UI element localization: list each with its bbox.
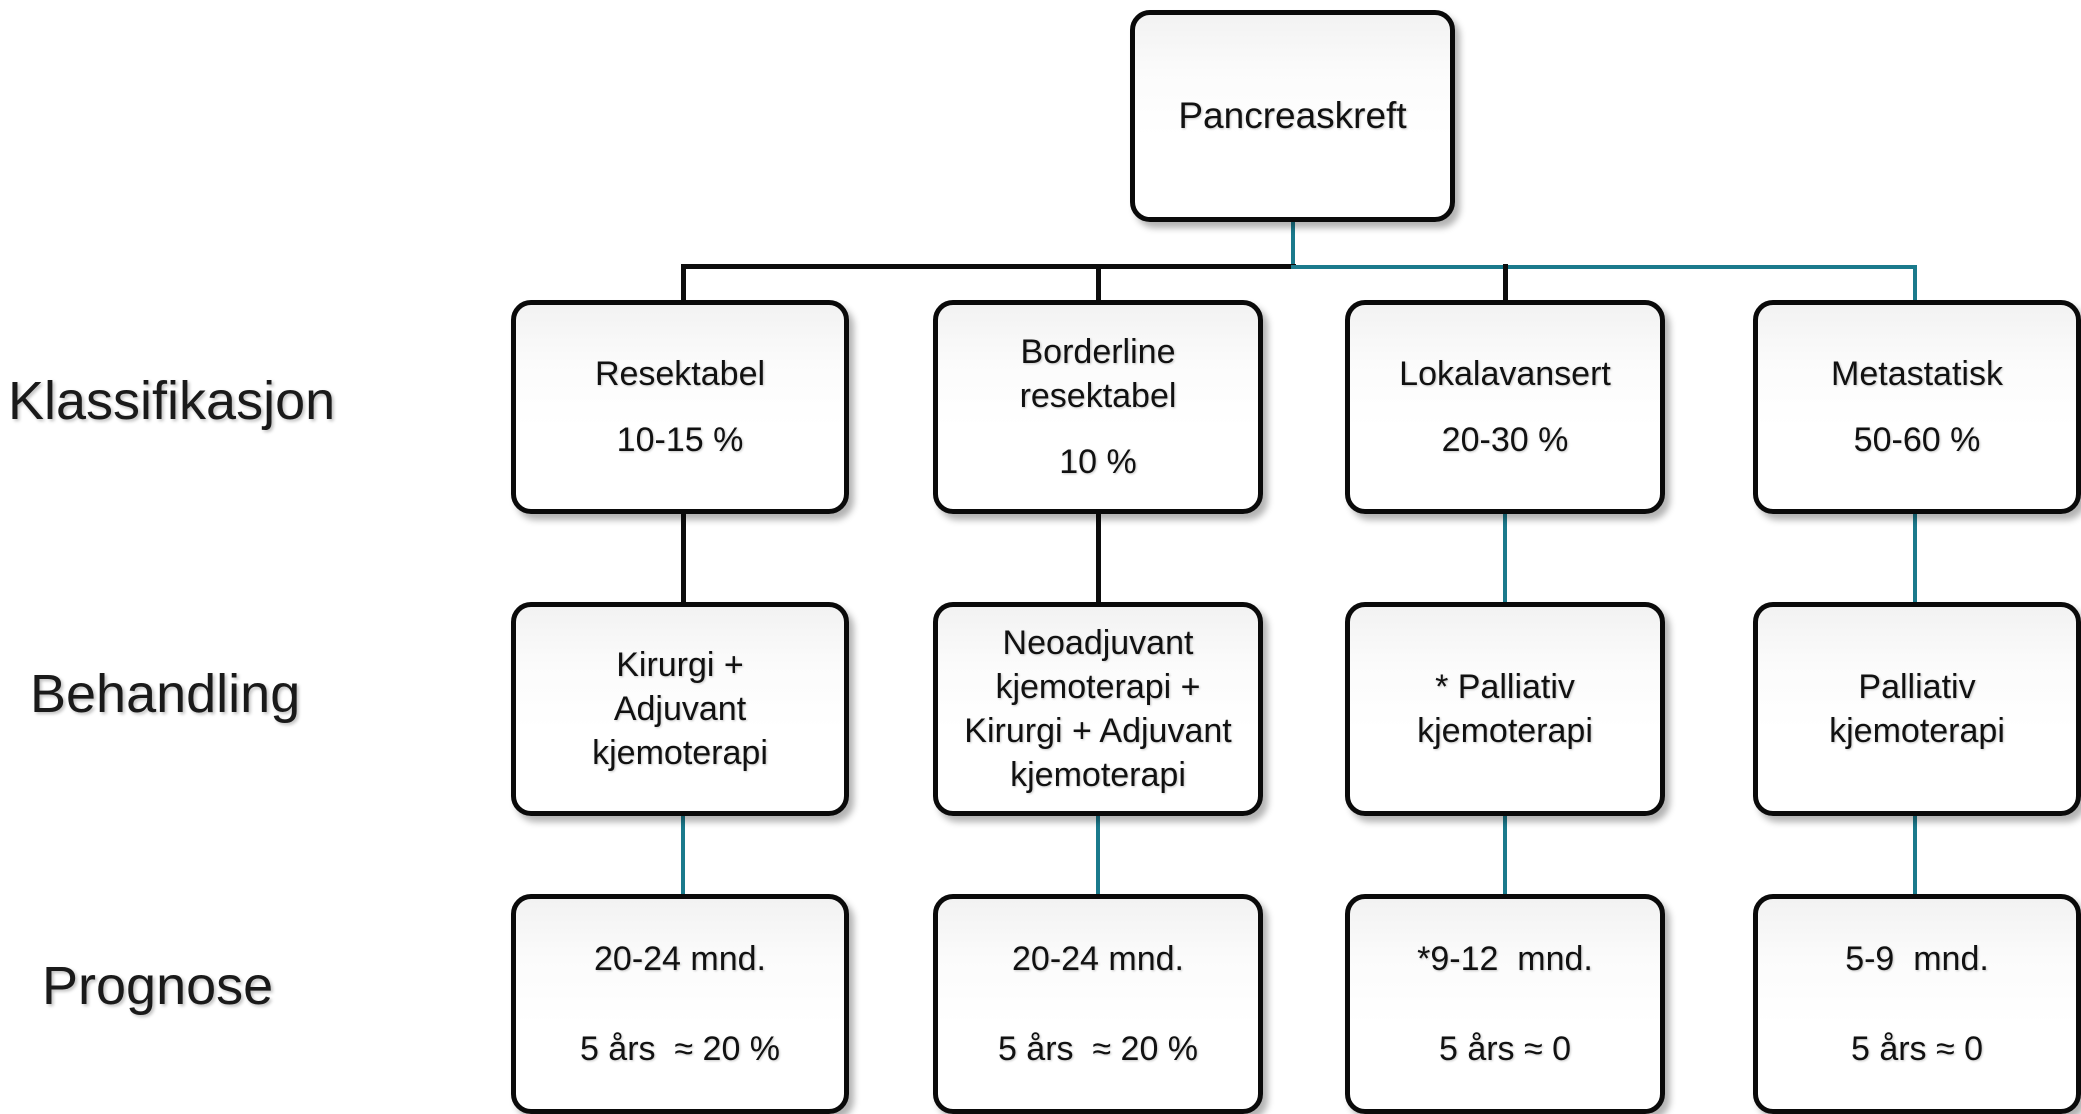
treatment-line: * Palliativ [1435,667,1575,706]
connector-bus-right [1291,265,1917,269]
classification-share: 10 % [1059,443,1137,482]
node-classification-lokalavansert[interactable]: Lokalavansert 20-30 % [1345,300,1665,514]
node-treatment-lokalavansert[interactable]: * Palliativ kjemoterapi [1345,602,1665,816]
connector-bus-drop-borderline [1096,264,1101,302]
connector-treatment-to-prognosis-borderline [1096,812,1100,898]
connector-resektabel-to-treatment [681,510,686,606]
connector-bus-drop-metastatisk [1913,265,1917,302]
treatment-line: kjemoterapi [1829,712,2005,750]
node-classification-borderline-resektabel[interactable]: Borderline resektabel 10 % [933,300,1263,514]
node-label: Pancreaskreft [1178,94,1407,136]
row-label-klassifikasjon: Klassifikasjon [8,371,336,431]
node-classification-resektabel[interactable]: Resektabel 10-15 % [511,300,849,514]
classification-share: 50-60 % [1853,421,1981,459]
connector-borderline-to-treatment [1096,510,1101,606]
prognosis-survival: 5 års ≈ 0 [1438,1030,1572,1068]
prognosis-survival: 5 års ≈ 20 % [997,1030,1199,1068]
row-label-prognose: Prognose [42,956,274,1016]
connector-bus-drop-lokalavansert [1503,264,1508,302]
classification-name: Resektabel [594,354,766,393]
classification-share: 20-30 % [1441,421,1569,459]
prognosis-survival: 5 års ≈ 20 % [579,1030,781,1068]
classification-name: Lokalavansert [1399,354,1611,393]
prognosis-median: 20-24 mnd. [594,939,766,978]
treatment-line: kjemoterapi [1010,756,1186,795]
connector-metastatisk-to-treatment [1913,510,1917,606]
treatment-line: kjemoterapi [592,734,768,773]
connector-treatment-to-prognosis-resektabel [681,812,685,898]
connector-treatment-to-prognosis-metastatisk [1913,812,1917,898]
connector-treatment-to-prognosis-lokalavansert [1503,812,1507,898]
treatment-line: Neoadjuvant [1002,623,1194,662]
node-treatment-resektabel[interactable]: Kirurgi + Adjuvant kjemoterapi [511,602,849,816]
treatment-line: Palliativ [1858,667,1976,706]
connector-bus-left [681,264,1296,269]
classification-name: Borderline resektabel [1019,332,1177,415]
treatment-line: Kirurgi + [616,645,744,684]
prognosis-median: 20-24 mnd. [1012,939,1184,978]
classification-share: 10-15 % [616,421,744,459]
node-prognosis-borderline-resektabel[interactable]: 20-24 mnd. 5 års ≈ 20 % [933,894,1263,1114]
node-classification-metastatisk[interactable]: Metastatisk 50-60 % [1753,300,2081,514]
prognosis-median: *9-12 mnd. [1417,939,1593,978]
treatment-line: kjemoterapi [1417,712,1593,750]
prognosis-median: 5-9 mnd. [1845,939,1989,978]
node-prognosis-lokalavansert[interactable]: *9-12 mnd. 5 års ≈ 0 [1345,894,1665,1114]
node-pancreaskreft[interactable]: Pancreaskreft [1130,10,1455,222]
classification-name: Metastatisk [1831,354,2003,393]
treatment-line: kjemoterapi + [995,667,1201,706]
node-prognosis-resektabel[interactable]: 20-24 mnd. 5 års ≈ 20 % [511,894,849,1114]
treatment-line: Kirurgi + Adjuvant [964,712,1232,750]
node-treatment-borderline-resektabel[interactable]: Neoadjuvant kjemoterapi + Kirurgi + Adju… [933,602,1263,816]
connector-root-stem [1291,218,1295,268]
node-prognosis-metastatisk[interactable]: 5-9 mnd. 5 års ≈ 0 [1753,894,2081,1114]
connector-lokalavansert-to-treatment [1503,510,1507,606]
connector-bus-drop-resektabel [681,264,686,302]
row-label-behandling: Behandling [30,664,301,724]
node-treatment-metastatisk[interactable]: Palliativ kjemoterapi [1753,602,2081,816]
prognosis-survival: 5 års ≈ 0 [1850,1030,1984,1068]
treatment-line: Adjuvant [613,689,747,728]
